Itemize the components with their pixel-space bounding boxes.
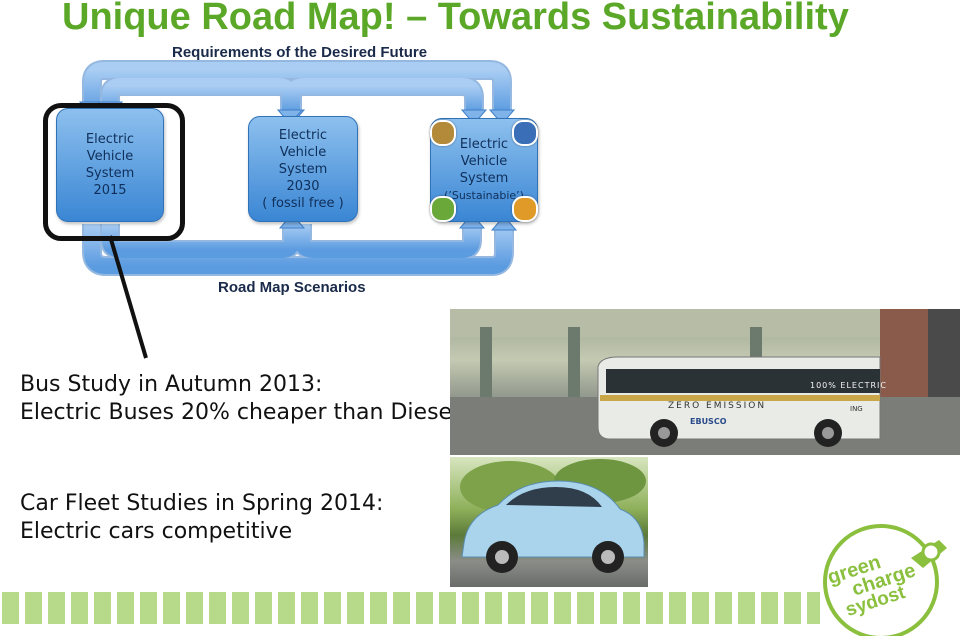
electric-car-photo xyxy=(450,457,648,587)
box-line: Electric xyxy=(278,127,328,143)
box-line: 2015 xyxy=(93,183,127,198)
bus-study-text: Bus Study in Autumn 2013: Electric Buses… xyxy=(20,371,458,427)
box-line: Electric xyxy=(85,132,135,147)
factory-icon xyxy=(430,120,456,146)
box-line: Electric xyxy=(459,137,509,152)
people-icon xyxy=(512,196,538,222)
car-study-text: Car Fleet Studies in Spring 2014: Electr… xyxy=(20,490,383,546)
bus-side-text: 100% ELECTRIC xyxy=(810,381,887,390)
green-charge-sydost-logo: green charge sydost xyxy=(815,518,959,640)
bus-study-line1: Bus Study in Autumn 2013: xyxy=(20,372,323,397)
box-line: System xyxy=(459,171,509,186)
ev-system-2030-box: Electric Vehicle System 2030 ( fossil fr… xyxy=(248,116,358,222)
box-line: System xyxy=(85,166,135,181)
box-line: Vehicle xyxy=(460,154,508,169)
box-line: 2030 xyxy=(286,178,320,194)
bus-study-line2: Electric Buses 20% cheaper than Diesel xyxy=(20,400,459,425)
leaf-icon xyxy=(430,196,456,222)
bus-ing-text: ING xyxy=(850,405,863,413)
pointer-line xyxy=(108,235,148,359)
car-study-line1: Car Fleet Studies in Spring 2014: xyxy=(20,491,384,516)
box-line: Vehicle xyxy=(279,144,327,160)
scenarios-label: Road Map Scenarios xyxy=(218,279,366,296)
globe-icon xyxy=(512,120,538,146)
footer-stripes xyxy=(0,592,820,624)
bus-zero-emission-text: ZERO EMISSION xyxy=(668,401,767,411)
box-line: ( fossil free ) xyxy=(262,195,344,211)
box-line: (’Sustainabie’) xyxy=(444,189,524,202)
box-line: System xyxy=(278,161,328,177)
bus-brand-text: EBUSCO xyxy=(690,417,727,426)
slide-title: Unique Road Map! – Towards Sustainabilit… xyxy=(62,0,849,38)
ev-system-2015-box: Electric Vehicle System 2015 xyxy=(56,108,164,222)
requirements-label: Requirements of the Desired Future xyxy=(172,44,428,61)
box-line: Vehicle xyxy=(86,149,134,164)
highlight-frame xyxy=(43,103,185,241)
electric-bus-photo: 100% ELECTRIC ZERO EMISSION EBUSCO ING xyxy=(450,309,960,455)
car-study-line2: Electric cars competitive xyxy=(20,519,293,544)
